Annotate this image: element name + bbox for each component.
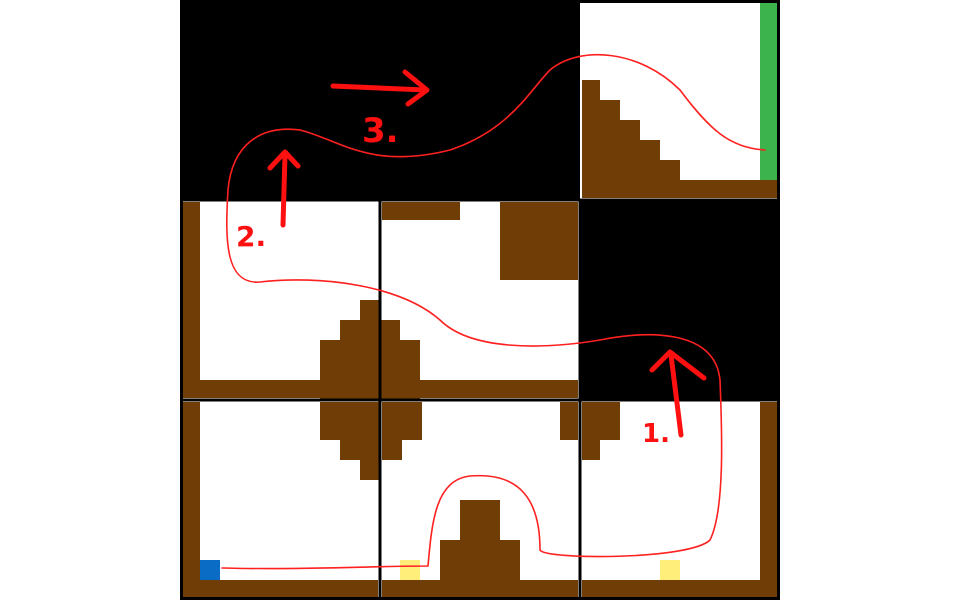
room-top-left bbox=[180, 0, 380, 200]
arrow-icon bbox=[330, 69, 430, 107]
coin-icon bbox=[660, 560, 680, 580]
floor bbox=[182, 580, 378, 598]
ceiling-ledge bbox=[382, 202, 460, 220]
route-path bbox=[221, 53, 766, 570]
room-middle-right bbox=[580, 200, 780, 400]
floor bbox=[382, 380, 578, 398]
left-wall bbox=[182, 202, 200, 398]
goal-flag-icon bbox=[760, 2, 778, 180]
corner-step bbox=[582, 402, 620, 460]
step-3-label: 3. bbox=[362, 111, 399, 151]
mound bbox=[440, 500, 520, 580]
floor bbox=[582, 580, 778, 598]
diamond-pillar-top bbox=[320, 300, 420, 400]
terrain bbox=[182, 80, 778, 598]
arrow-icon bbox=[267, 149, 301, 228]
floor bbox=[382, 580, 578, 598]
left-wall bbox=[182, 402, 200, 598]
ceiling-block bbox=[500, 202, 578, 280]
right-wall bbox=[760, 402, 778, 598]
diamond-pillar-bottom bbox=[320, 402, 422, 480]
step-2-label: 2. bbox=[236, 220, 266, 253]
arrow-icon bbox=[649, 349, 707, 438]
grid-lines bbox=[180, 0, 780, 600]
right-ledge bbox=[560, 402, 578, 440]
step-1-label: 1. bbox=[642, 419, 670, 449]
start-block-icon bbox=[200, 560, 220, 580]
coin-icon bbox=[400, 560, 420, 580]
staircase bbox=[582, 80, 778, 198]
